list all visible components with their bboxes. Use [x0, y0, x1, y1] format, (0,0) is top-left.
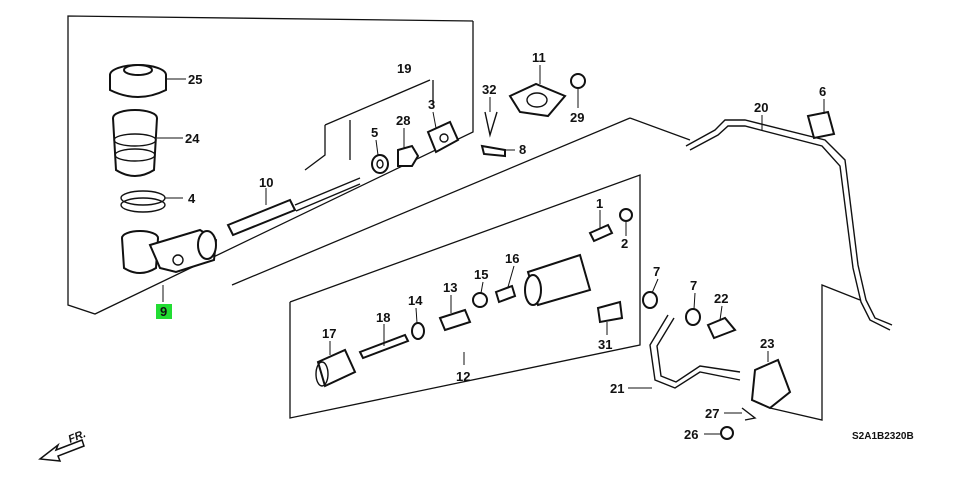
spring-part-15: [472, 292, 488, 308]
front-direction-label: FR.: [67, 428, 88, 446]
nut-part-5: [371, 154, 389, 174]
callout-11[interactable]: 11: [532, 50, 546, 65]
seal-part-14: [411, 322, 425, 340]
callout-labels: 25 24 4 9 10 19 3 28 5 11 32 29 8 6 20 1…: [156, 50, 826, 442]
callout-20[interactable]: 20: [754, 100, 768, 115]
callout-3[interactable]: 3: [428, 97, 435, 112]
slave-cylinder-part: [524, 253, 592, 307]
callout-4[interactable]: 4: [188, 191, 196, 206]
master-cylinder-part: [121, 228, 218, 274]
reservoir-part: [112, 109, 158, 177]
bracket-part-23: [750, 358, 792, 410]
callout-12[interactable]: 12: [456, 369, 470, 384]
reservoir-cap-part: [109, 64, 167, 98]
clip-part-27: [741, 407, 757, 421]
bolt-part-31: [596, 300, 624, 324]
callout-14[interactable]: 14: [408, 293, 423, 308]
callout-23[interactable]: 23: [760, 336, 774, 351]
pin-part: [480, 144, 506, 158]
callout-22[interactable]: 22: [714, 291, 728, 306]
bleeder-cap-part: [619, 208, 633, 222]
callout-26[interactable]: 26: [684, 427, 698, 442]
washer-part-7a: [642, 291, 658, 309]
callout-8[interactable]: 8: [519, 142, 526, 157]
hose-part: [649, 314, 741, 389]
nut-part-29: [570, 73, 586, 89]
callout-5[interactable]: 5: [371, 125, 378, 140]
callout-28[interactable]: 28: [396, 113, 410, 128]
callout-18[interactable]: 18: [376, 310, 390, 325]
piston-part-16: [494, 284, 517, 304]
bolt-part-22: [706, 316, 737, 340]
callout-15[interactable]: 15: [474, 267, 488, 282]
callout-6[interactable]: 6: [819, 84, 826, 99]
callout-27[interactable]: 27: [705, 406, 719, 421]
washer-part-7b: [685, 308, 701, 326]
callout-31[interactable]: 31: [598, 337, 612, 352]
callout-13[interactable]: 13: [443, 280, 457, 295]
leader-lines: [157, 65, 825, 435]
gasket-part: [508, 82, 567, 118]
clevis-part: [426, 120, 460, 154]
callout-29[interactable]: 29: [570, 110, 584, 125]
clip-part-32: [484, 111, 498, 138]
callout-17[interactable]: 17: [322, 326, 336, 341]
front-direction-indicator: FR.: [38, 428, 88, 462]
callout-1[interactable]: 1: [596, 196, 603, 211]
nut-part-26: [720, 426, 734, 440]
callout-10[interactable]: 10: [259, 175, 273, 190]
callout-2[interactable]: 2: [621, 236, 628, 251]
push-rod-part-18: [358, 333, 410, 360]
diagram-code: S2A1B2320B: [852, 431, 914, 442]
pipe-part: [685, 119, 893, 331]
clamp-part: [806, 110, 836, 140]
front-arrow-icon: [38, 439, 85, 462]
callout-7b[interactable]: 7: [690, 278, 697, 293]
callout-9[interactable]: 9: [160, 304, 167, 319]
band-clip-part: [120, 190, 166, 213]
bleeder-screw-part: [588, 223, 614, 243]
callout-25[interactable]: 25: [188, 72, 202, 87]
master-cylinder-assembly-frame: [67, 15, 691, 315]
callout-32[interactable]: 32: [482, 82, 496, 97]
push-rod-part: [226, 177, 361, 237]
nut-part-28: [397, 144, 420, 167]
callout-9-highlight: [156, 304, 172, 319]
slave-cylinder-assembly-frame: [289, 174, 641, 419]
callout-21[interactable]: 21: [610, 381, 624, 396]
callout-16[interactable]: 16: [505, 251, 519, 266]
piston-part-13: [438, 308, 472, 332]
callout-19[interactable]: 19: [397, 61, 411, 76]
callout-24[interactable]: 24: [185, 131, 200, 146]
boot-part-17: [315, 348, 357, 388]
callout-7a[interactable]: 7: [653, 264, 660, 279]
hose-assembly-frame: [769, 284, 861, 421]
